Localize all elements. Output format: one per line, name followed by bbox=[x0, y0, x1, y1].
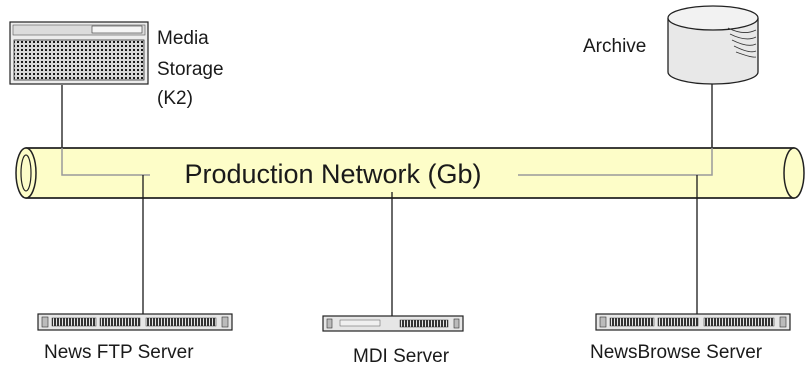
newsbrowse-server-icon bbox=[595, 313, 791, 331]
production-network-pipe bbox=[15, 147, 805, 199]
network-label: Production Network (Gb) bbox=[184, 159, 481, 189]
mdi-server-label: MDI Server bbox=[353, 346, 450, 366]
newsbrowse-server-label: NewsBrowse Server bbox=[590, 342, 763, 363]
media-storage-label-line-3: (K2) bbox=[157, 88, 193, 109]
network-inner-route bbox=[61, 140, 150, 176]
news-ftp-server-icon bbox=[37, 313, 233, 331]
news-ftp-server-label: News FTP Server bbox=[44, 342, 194, 363]
archive-label: Archive bbox=[583, 36, 646, 57]
media-storage-label-line-2: Storage bbox=[157, 59, 224, 80]
network-inner-route-right bbox=[518, 140, 713, 176]
media-storage-label-line-1: Media bbox=[157, 28, 209, 49]
media-storage-device bbox=[9, 21, 149, 85]
archive-storage-icon bbox=[667, 5, 759, 85]
mdi-server-icon bbox=[322, 315, 464, 332]
